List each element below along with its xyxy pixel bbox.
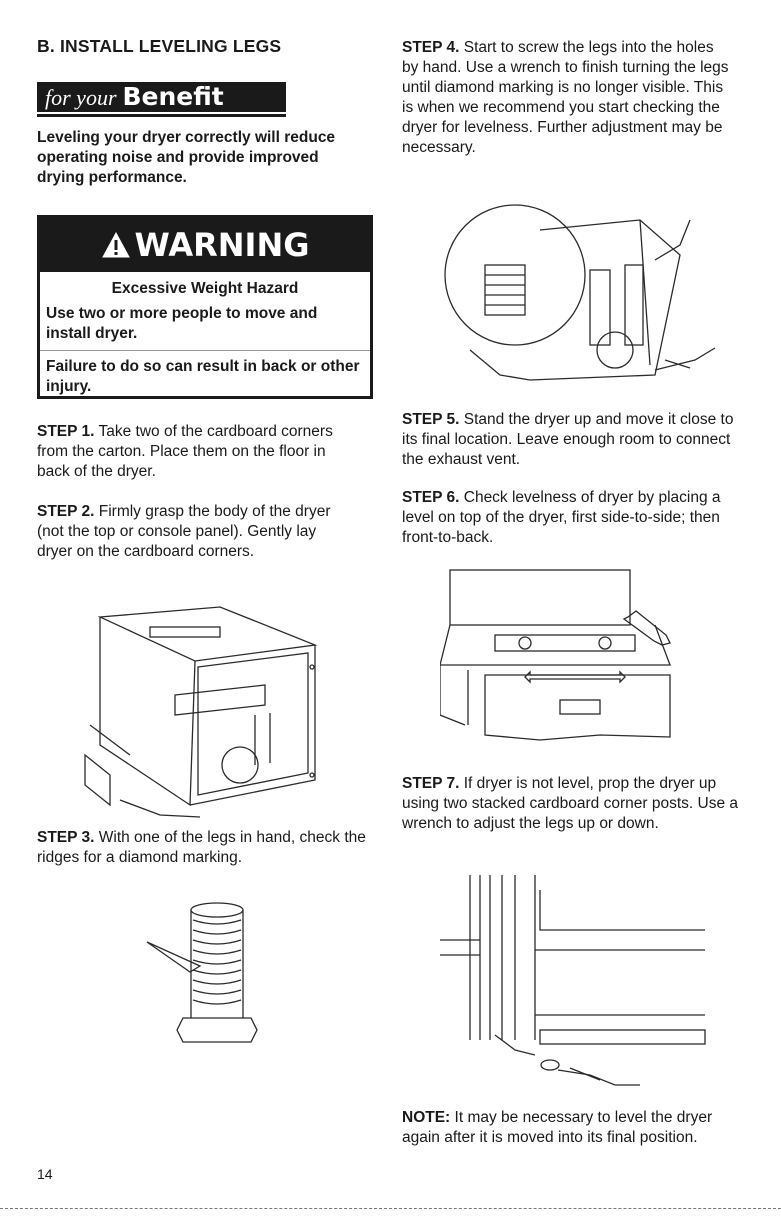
step-5: STEP 5. Stand the dryer up and move it c… xyxy=(402,410,742,470)
warning-divider xyxy=(40,350,370,351)
note: NOTE: It may be necessary to level the d… xyxy=(402,1108,732,1148)
benefit-banner: for your Benefit xyxy=(37,82,286,117)
note-text: It may be necessary to level the dryer a… xyxy=(402,1109,713,1146)
benefit-prefix: for your xyxy=(45,85,117,110)
step-6-text: Check levelness of dryer by placing a le… xyxy=(402,489,721,546)
step-5-text: Stand the dryer up and move it close to … xyxy=(402,411,734,468)
warning-line-2: Failure to do so can result in back or o… xyxy=(46,358,360,395)
warning-word: WARNING xyxy=(134,226,310,264)
benefit-underline xyxy=(37,114,286,117)
step-5-label: STEP 5. xyxy=(402,411,460,428)
step-1-text: Take two of the cardboard corners from t… xyxy=(37,423,333,480)
warning-line-1: Use two or more people to move and insta… xyxy=(46,305,318,342)
benefit-word: Benefit xyxy=(122,82,224,111)
step-4-text: Start to screw the legs into the holes b… xyxy=(402,39,729,156)
section-heading: B. INSTALL LEVELING LEGS xyxy=(37,36,282,56)
warning-header: WARNING xyxy=(40,218,370,272)
step-1: STEP 1. Take two of the cardboard corner… xyxy=(37,422,337,482)
warning-triangle-icon xyxy=(101,231,130,258)
step-2-text: Firmly grasp the body of the dryer (not … xyxy=(37,503,331,560)
step-4-label: STEP 4. xyxy=(402,39,460,56)
step-6-label: STEP 6. xyxy=(402,489,460,506)
warning-title: Excessive Weight Hazard xyxy=(111,280,299,297)
note-label: NOTE: xyxy=(402,1109,451,1126)
benefit-text: Leveling your dryer correctly will reduc… xyxy=(37,129,336,186)
step-7: STEP 7. If dryer is not level, prop the … xyxy=(402,774,742,834)
step-3-text: With one of the legs in hand, check the … xyxy=(37,829,366,866)
step-7-label: STEP 7. xyxy=(402,775,460,792)
step-6: STEP 6. Check levelness of dryer by plac… xyxy=(402,488,722,548)
step-3-label: STEP 3. xyxy=(37,829,95,846)
page-bottom-rule xyxy=(0,1208,781,1209)
warning-box: WARNING Excessive Weight Hazard Use two … xyxy=(37,215,373,399)
step-2-label: STEP 2. xyxy=(37,503,95,520)
dryer-on-corners-illustration xyxy=(80,605,330,820)
leveling-leg-illustration xyxy=(145,900,270,1050)
adjust-legs-illustration xyxy=(440,870,710,1100)
screw-legs-illustration xyxy=(440,200,720,390)
level-check-illustration xyxy=(440,565,685,755)
step-4: STEP 4. Start to screw the legs into the… xyxy=(402,38,732,158)
step-7-text: If dryer is not level, prop the dryer up… xyxy=(402,775,739,832)
step-3: STEP 3. With one of the legs in hand, ch… xyxy=(37,828,377,868)
step-2: STEP 2. Firmly grasp the body of the dry… xyxy=(37,502,347,562)
step-1-label: STEP 1. xyxy=(37,423,95,440)
page-number: 14 xyxy=(37,1166,53,1182)
